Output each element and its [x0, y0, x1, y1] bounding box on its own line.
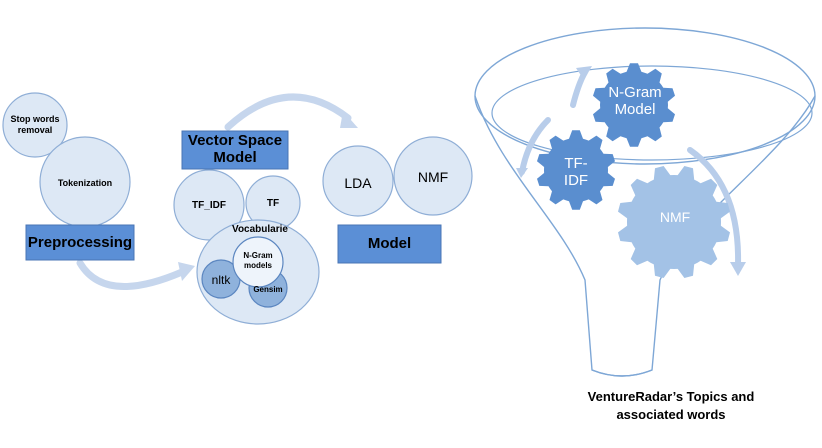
tf-label: TF — [266, 198, 280, 209]
vector-space-box — [181, 130, 289, 170]
nmf-label: NMF — [417, 169, 449, 185]
stop-words-label: Stop words removal — [10, 114, 60, 135]
model-label: Model — [367, 235, 412, 252]
gear-ngram-label: N-Gram Model — [608, 84, 662, 118]
funnel-rim-outer — [474, 27, 816, 165]
arrow-head-to-vector — [178, 262, 195, 281]
tokenization-label: Tokenization — [57, 178, 113, 188]
funnel-arrow-head-3 — [730, 262, 746, 276]
stop-words-circle — [2, 92, 68, 158]
circles — [2, 92, 473, 325]
lda-circle — [322, 145, 394, 217]
gear-nmf-shape — [618, 166, 730, 278]
model-box — [337, 224, 442, 264]
arrow-head-to-model — [340, 111, 358, 128]
funnel-arrow-head-2 — [516, 168, 528, 178]
tf-idf-circle — [173, 169, 245, 241]
ngram-models-label: N-Gram models — [243, 251, 273, 270]
funnel-rim-inner — [491, 65, 813, 161]
gear-nmf-label: NMF — [659, 209, 691, 225]
funnel-arrow-head-1 — [576, 66, 592, 80]
funnel — [474, 27, 816, 377]
vector-space-label: Vector Space Model — [187, 132, 283, 166]
gears-group — [537, 63, 730, 278]
tf-idf-label: TF_IDF — [192, 200, 226, 211]
preprocessing-label: Preprocessing — [27, 234, 133, 251]
nltk-label: nltk — [211, 273, 231, 287]
flow-arrows — [76, 93, 352, 290]
funnel-caption: VentureRadar’s Topics and associated wor… — [587, 389, 755, 422]
vocabularie-label: Vocabularie — [232, 224, 288, 235]
ngram-models-circle — [232, 236, 284, 288]
gear-tfidf-label: TF-IDF — [563, 155, 589, 189]
preprocessing-box — [25, 224, 135, 261]
gear-ngram-shape — [593, 63, 675, 147]
gear-tfidf-shape — [537, 130, 615, 210]
nmf-circle — [393, 136, 473, 216]
gensim-label: Gensim — [253, 285, 283, 294]
lda-label: LDA — [344, 175, 372, 191]
